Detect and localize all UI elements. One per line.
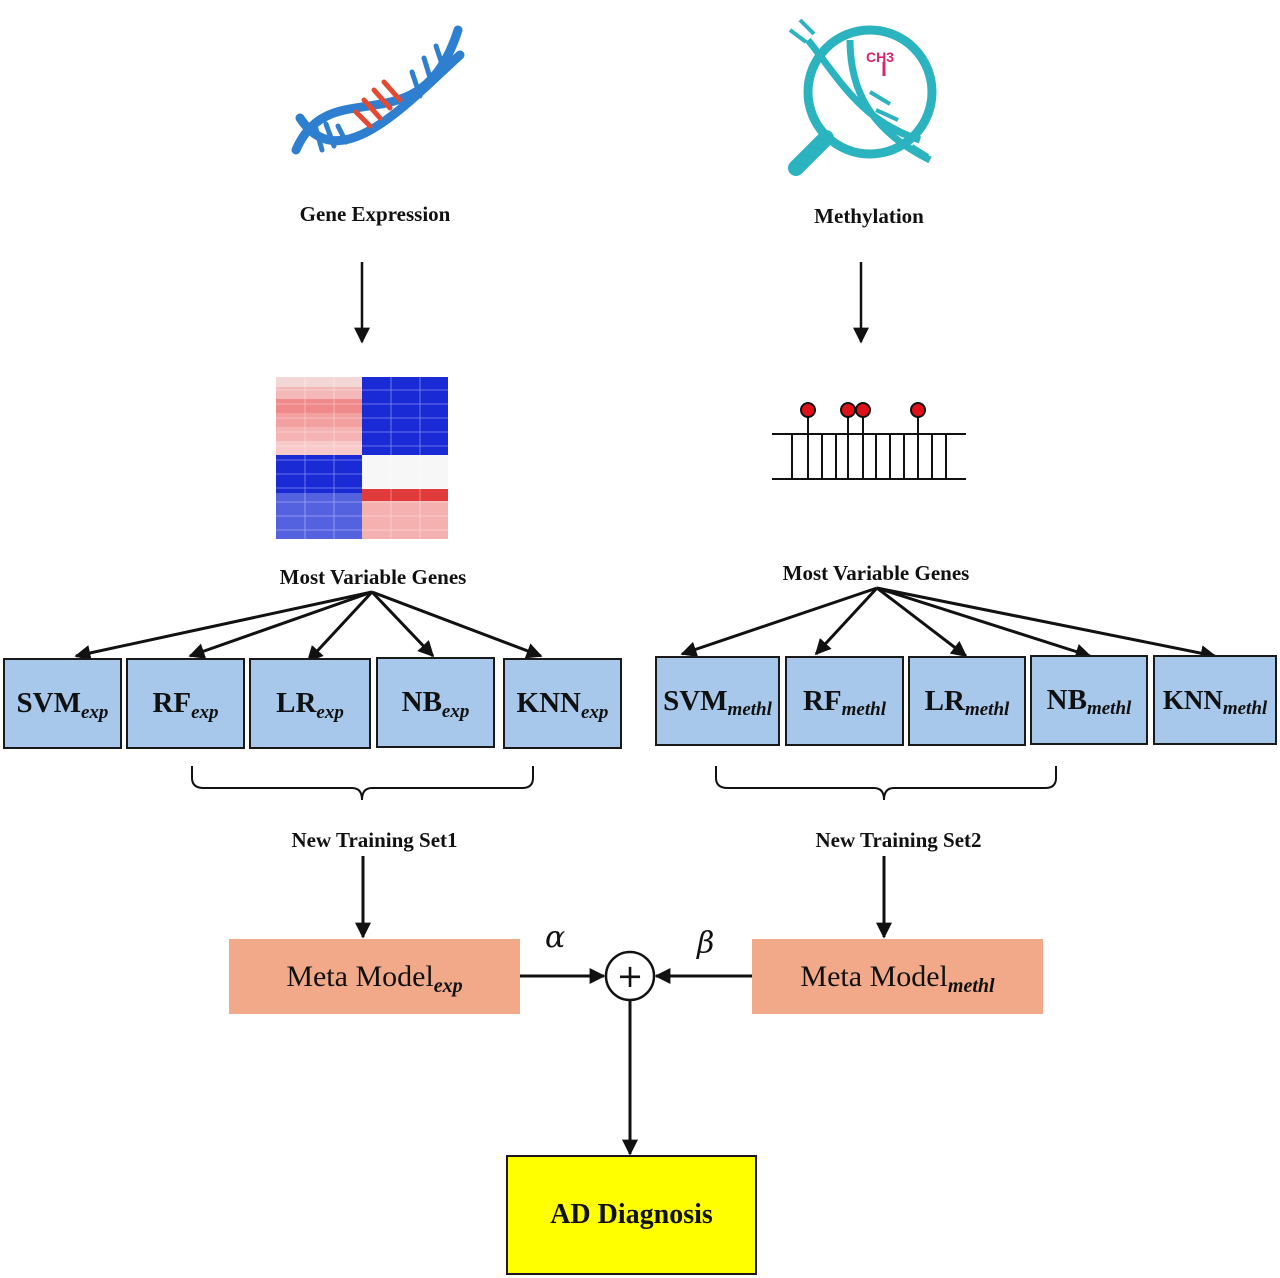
training-set1-label: New Training Set1: [291, 828, 458, 852]
methylation-magnifier-icon: [788, 18, 937, 176]
methyl-group-label: CH3: [866, 49, 894, 65]
training-set2-label: New Training Set2: [815, 828, 982, 852]
ad-diagnosis-box: AD Diagnosis: [506, 1155, 757, 1275]
gene-expression-label: Gene Expression: [299, 202, 451, 226]
beta-weight: β: [697, 926, 715, 961]
brace-left: [191, 766, 534, 801]
fanout-arrows-left: [74, 590, 543, 663]
heatmap-icon: [276, 377, 448, 539]
brace-right: [715, 766, 1057, 801]
alpha-weight: α: [545, 920, 566, 955]
fanout-arrows-right: [680, 586, 1217, 662]
dna-icon: [291, 25, 465, 155]
ad-diagnosis-label: AD Diagnosis: [550, 1199, 713, 1230]
sum-symbol: +: [617, 957, 644, 995]
most-variable-genes-left: Most Variable Genes: [279, 565, 467, 589]
methylation-label: Methylation: [814, 204, 924, 228]
most-variable-genes-right: Most Variable Genes: [782, 561, 970, 585]
methylation-sites-icon: [772, 402, 966, 480]
